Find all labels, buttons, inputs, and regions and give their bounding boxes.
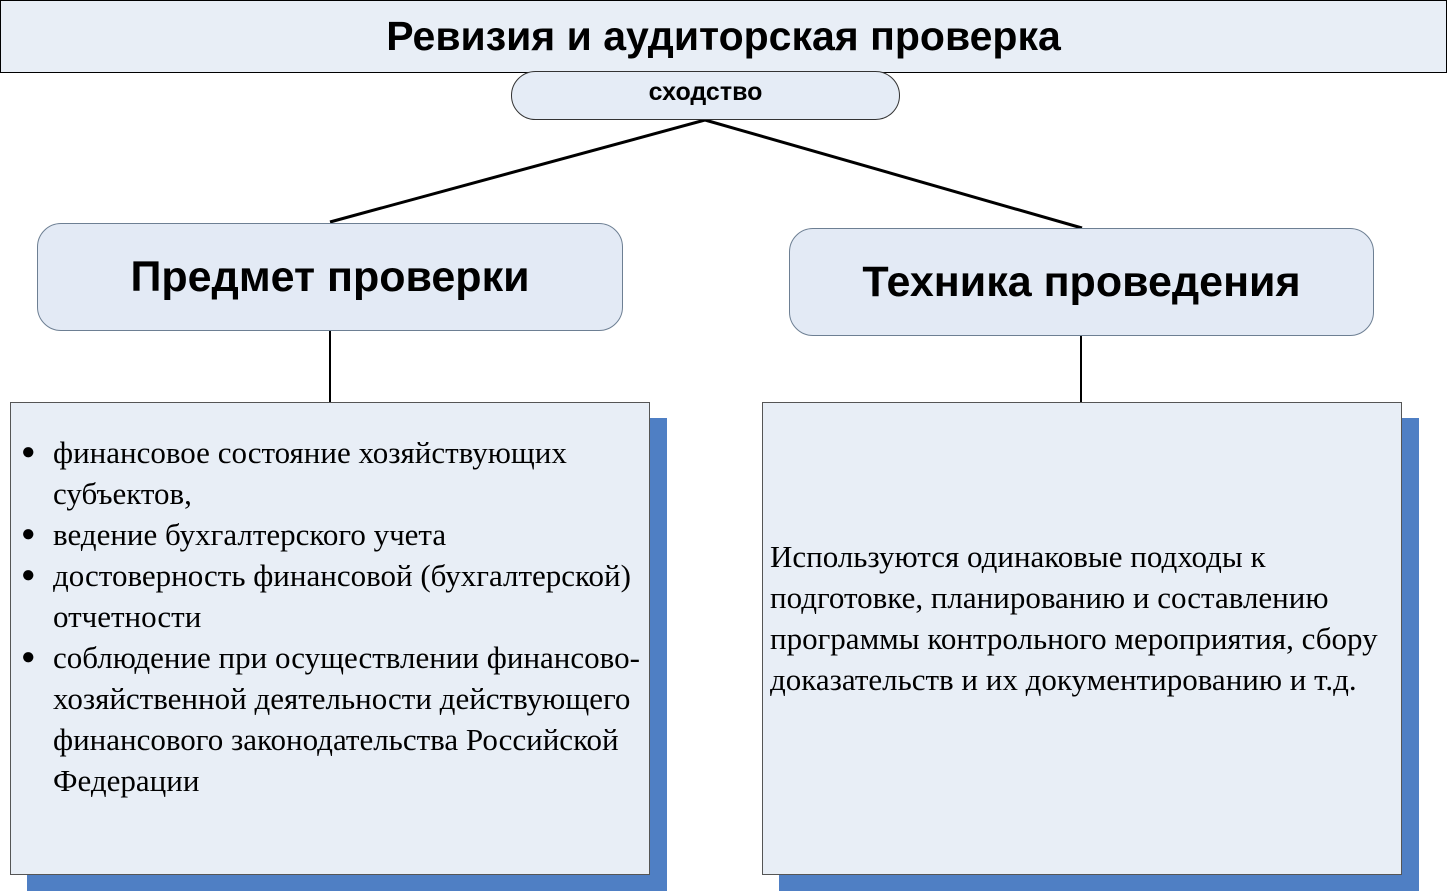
subject-panel: ● финансовое состояние хозяйствующих субъ…: [10, 402, 650, 875]
bullet-icon: ●: [21, 562, 36, 588]
list-item-text: ведение бухгалтерского учета: [53, 517, 447, 552]
list-item-text: соблюдение при осуществлении финансово-х…: [53, 640, 640, 798]
bullet-icon: ●: [21, 439, 36, 465]
list-item: ● финансовое состояние хозяйствующих субъ…: [11, 432, 649, 514]
heading-subject: Предмет проверки: [37, 223, 623, 331]
list-item: ● соблюдение при осуществлении финансово-…: [11, 637, 649, 801]
list-item-text: достоверность финансовой (бухгалтерской)…: [53, 558, 631, 634]
bullet-icon: ●: [21, 644, 36, 670]
similarity-label: сходство: [511, 71, 900, 120]
list-item: ● достоверность финансовой (бухгалтерской…: [11, 555, 649, 637]
diagram-title: Ревизия и аудиторская проверка: [0, 0, 1447, 73]
list-item: ● ведение бухгалтерского учета: [11, 514, 649, 555]
technique-panel: Используются одинаковые подходы к подгот…: [762, 402, 1402, 875]
bullet-icon: ●: [21, 521, 36, 547]
connector-left: [329, 118, 706, 224]
heading-technique: Техника проведения: [789, 228, 1374, 336]
subject-list: ● финансовое состояние хозяйствующих субъ…: [11, 403, 649, 801]
technique-text: Используются одинаковые подходы к подгот…: [770, 539, 1378, 697]
connector-right: [704, 118, 1083, 230]
list-item-text: финансовое состояние хозяйствующих субъе…: [53, 435, 567, 511]
